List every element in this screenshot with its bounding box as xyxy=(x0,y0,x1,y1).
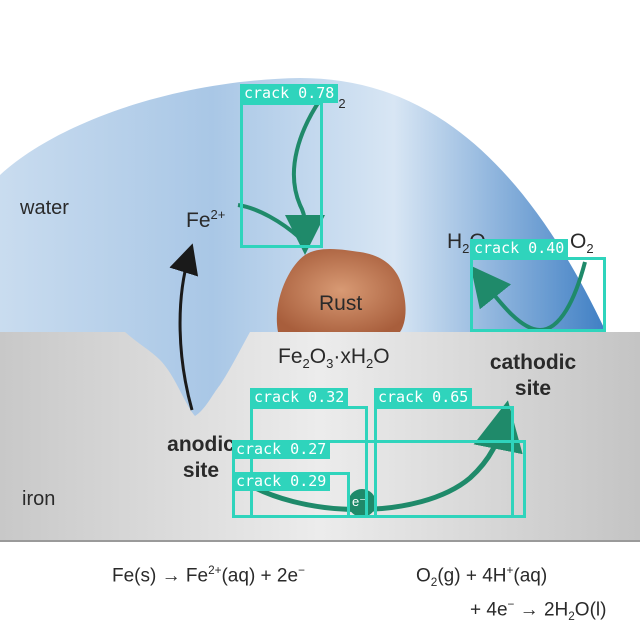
detection-box-crack-040: crack 0.40 xyxy=(470,239,606,332)
cathodic-equation-line2: + 4e− → 2H2O(l) xyxy=(470,598,607,624)
rust-deposit xyxy=(276,248,406,332)
detection-label: crack 0.27 xyxy=(232,440,331,459)
detection-box-crack-029: crack 0.29 xyxy=(232,472,350,518)
cathodic-equation-line1: O2(g) + 4H+(aq) xyxy=(416,564,548,590)
iron-label: iron xyxy=(22,488,56,510)
rust-formula: Fe2O3·xH2O xyxy=(278,345,390,372)
o2-arrow xyxy=(285,98,326,255)
detection-label: crack 0.32 xyxy=(250,388,349,407)
fe2-arrow xyxy=(169,243,199,411)
detection-box-crack-027: crack 0.27 xyxy=(232,440,526,518)
fe2-ion-label: Fe2+ xyxy=(186,207,226,232)
electron-arrow xyxy=(236,400,523,512)
o2-arrow-tail xyxy=(237,203,302,240)
water-label: water xyxy=(20,197,69,219)
detection-label: crack 0.65 xyxy=(374,388,473,407)
detection-label: crack 0.78 xyxy=(240,84,339,103)
o2-right-label: O2 xyxy=(570,230,594,257)
electron-label: e⁻ xyxy=(352,494,367,509)
anodic-equation: Fe(s) → Fe2+(aq) + 2e− xyxy=(112,564,305,587)
rust-label: Rust xyxy=(319,292,363,315)
detection-label: crack 0.40 xyxy=(470,239,569,258)
detection-box-crack-078: crack 0.78 xyxy=(240,84,339,248)
detection-label: crack 0.29 xyxy=(232,472,331,491)
electron-dot xyxy=(348,489,376,517)
